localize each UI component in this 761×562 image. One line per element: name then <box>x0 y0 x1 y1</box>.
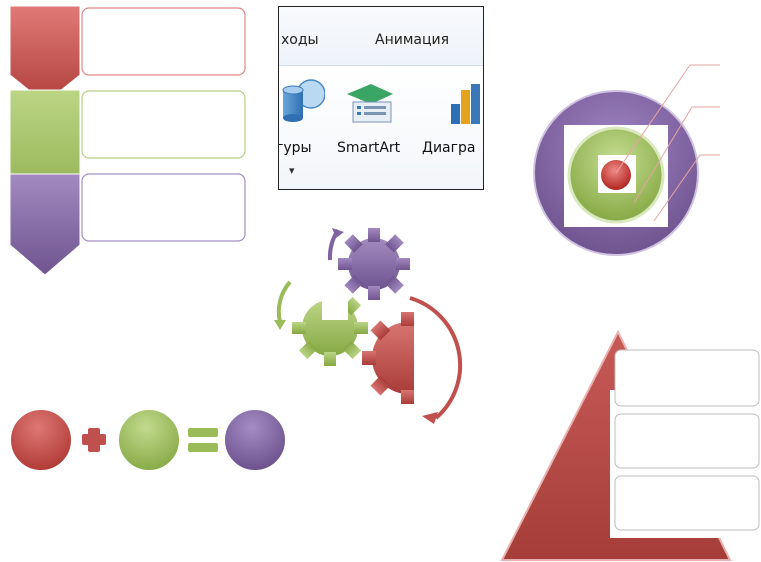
gear-arrow-green <box>276 280 292 323</box>
pyramid-box-3 <box>614 475 760 531</box>
chart-icon[interactable] <box>449 82 483 128</box>
chart-button-label[interactable]: Диагра <box>422 140 476 156</box>
equals-icon <box>188 428 218 452</box>
shapes-icon[interactable] <box>281 76 325 124</box>
equation-circle-green <box>117 408 181 472</box>
chevron-red <box>9 5 81 104</box>
gear-green <box>292 288 368 366</box>
target-leader-line-1 <box>615 64 720 174</box>
ribbon-body: гуры SmartArt Диагра ▾ <box>279 66 483 189</box>
equation-circle-red <box>9 408 73 472</box>
tab-transitions[interactable]: ходы <box>281 32 319 48</box>
chevron-list-box-3 <box>81 173 246 242</box>
plus-icon <box>82 428 106 452</box>
target-leader-line-3 <box>653 154 720 222</box>
chevron-purple <box>9 173 81 276</box>
gears-graphic <box>274 228 464 424</box>
shapes-button-label[interactable]: гуры <box>278 140 312 156</box>
ribbon-tab-bar: ходы Анимация <box>279 7 483 66</box>
equation-graphic <box>9 408 287 472</box>
chevron-list-graphic <box>9 5 246 276</box>
target-leader-line-2 <box>633 106 720 204</box>
smartart-button-label[interactable]: SmartArt <box>337 140 401 156</box>
target-graphic <box>533 64 720 256</box>
chevron-list-box-2 <box>81 90 246 159</box>
chevron-down-icon[interactable]: ▾ <box>289 164 295 177</box>
chevron-list-box-1 <box>81 7 246 76</box>
gear-arrow-red <box>409 296 463 420</box>
gear-red <box>362 308 464 408</box>
equation-circle-purple <box>223 408 287 472</box>
tab-animation[interactable]: Анимация <box>375 32 450 48</box>
ribbon-panel: ходы Анимация гуры SmartArt Диагр <box>278 6 484 190</box>
pyramid-list-graphic <box>500 329 760 561</box>
smartart-icon[interactable] <box>345 82 395 126</box>
target-bullseye <box>601 160 631 190</box>
gear-purple <box>338 228 410 300</box>
pyramid-box-1 <box>614 349 760 407</box>
pyramid-box-2 <box>614 413 760 469</box>
